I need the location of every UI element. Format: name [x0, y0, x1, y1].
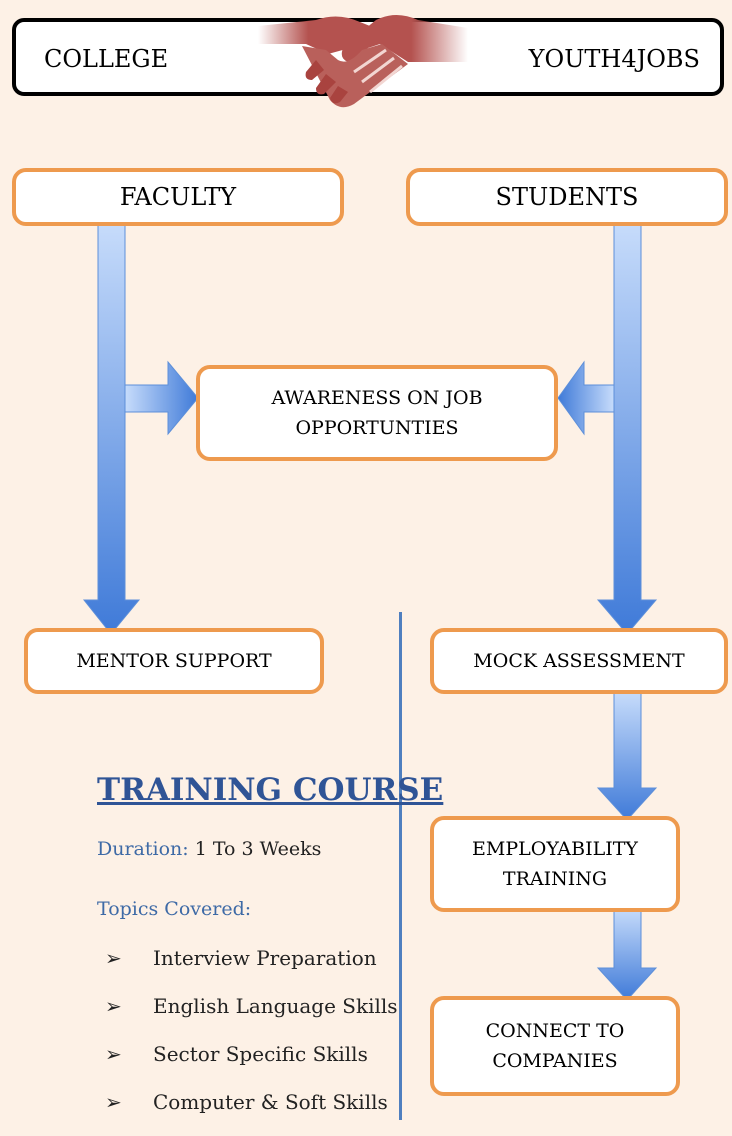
- connect-companies-node: CONNECT TO COMPANIES: [430, 996, 680, 1096]
- duration-line: Duration: 1 To 3 Weeks: [97, 838, 321, 860]
- arrow-bullet-icon: ➢: [105, 1090, 122, 1114]
- mock-assessment-label: MOCK ASSESSMENT: [473, 650, 685, 672]
- topic-text: Sector Specific Skills: [153, 1042, 368, 1066]
- students-node: STUDENTS: [406, 168, 728, 226]
- duration-value: 1 To 3 Weeks: [194, 838, 322, 860]
- awareness-label-line1: AWARENESS ON JOB: [271, 387, 483, 409]
- faculty-to-awareness-arrow: [124, 360, 199, 436]
- mock-assessment-node: MOCK ASSESSMENT: [430, 628, 728, 694]
- mentor-support-node: MENTOR SUPPORT: [24, 628, 324, 694]
- topics-covered-label: Topics Covered:: [97, 898, 252, 920]
- duration-label: Duration:: [97, 838, 189, 860]
- faculty-label: FACULTY: [119, 183, 237, 211]
- employability-to-connect-arrow: [596, 907, 658, 1001]
- students-to-mock-arrow: [596, 221, 658, 635]
- topic-text: Computer & Soft Skills: [153, 1090, 388, 1114]
- faculty-node: FACULTY: [12, 168, 344, 226]
- connect-label-line1: CONNECT TO: [485, 1020, 625, 1042]
- employability-training-node: EMPLOYABILITY TRAINING: [430, 816, 680, 912]
- training-course-heading: TRAINING COURSE: [97, 772, 444, 808]
- topic-text: English Language Skills: [153, 994, 398, 1018]
- awareness-label-line2: OPPORTUNTIES: [295, 417, 459, 439]
- college-label: COLLEGE: [44, 45, 169, 73]
- topic-text: Interview Preparation: [153, 946, 377, 970]
- arrow-bullet-icon: ➢: [105, 946, 122, 970]
- connect-label-line2: COMPANIES: [492, 1050, 618, 1072]
- awareness-node: AWARENESS ON JOB OPPORTUNTIES: [196, 365, 558, 461]
- youth4jobs-label: YOUTH4JOBS: [528, 45, 700, 73]
- faculty-to-mentor-arrow: [82, 221, 141, 635]
- mentor-support-label: MENTOR SUPPORT: [76, 650, 272, 672]
- arrow-bullet-icon: ➢: [105, 994, 122, 1018]
- handshake-icon: [258, 15, 468, 108]
- employability-label-line2: TRAINING: [502, 868, 608, 890]
- vertical-divider: [399, 612, 402, 1120]
- arrow-bullet-icon: ➢: [105, 1042, 122, 1066]
- students-to-awareness-arrow: [557, 360, 615, 436]
- mock-to-employability-arrow: [596, 691, 658, 821]
- students-label: STUDENTS: [495, 183, 639, 211]
- employability-label-line1: EMPLOYABILITY: [472, 838, 638, 860]
